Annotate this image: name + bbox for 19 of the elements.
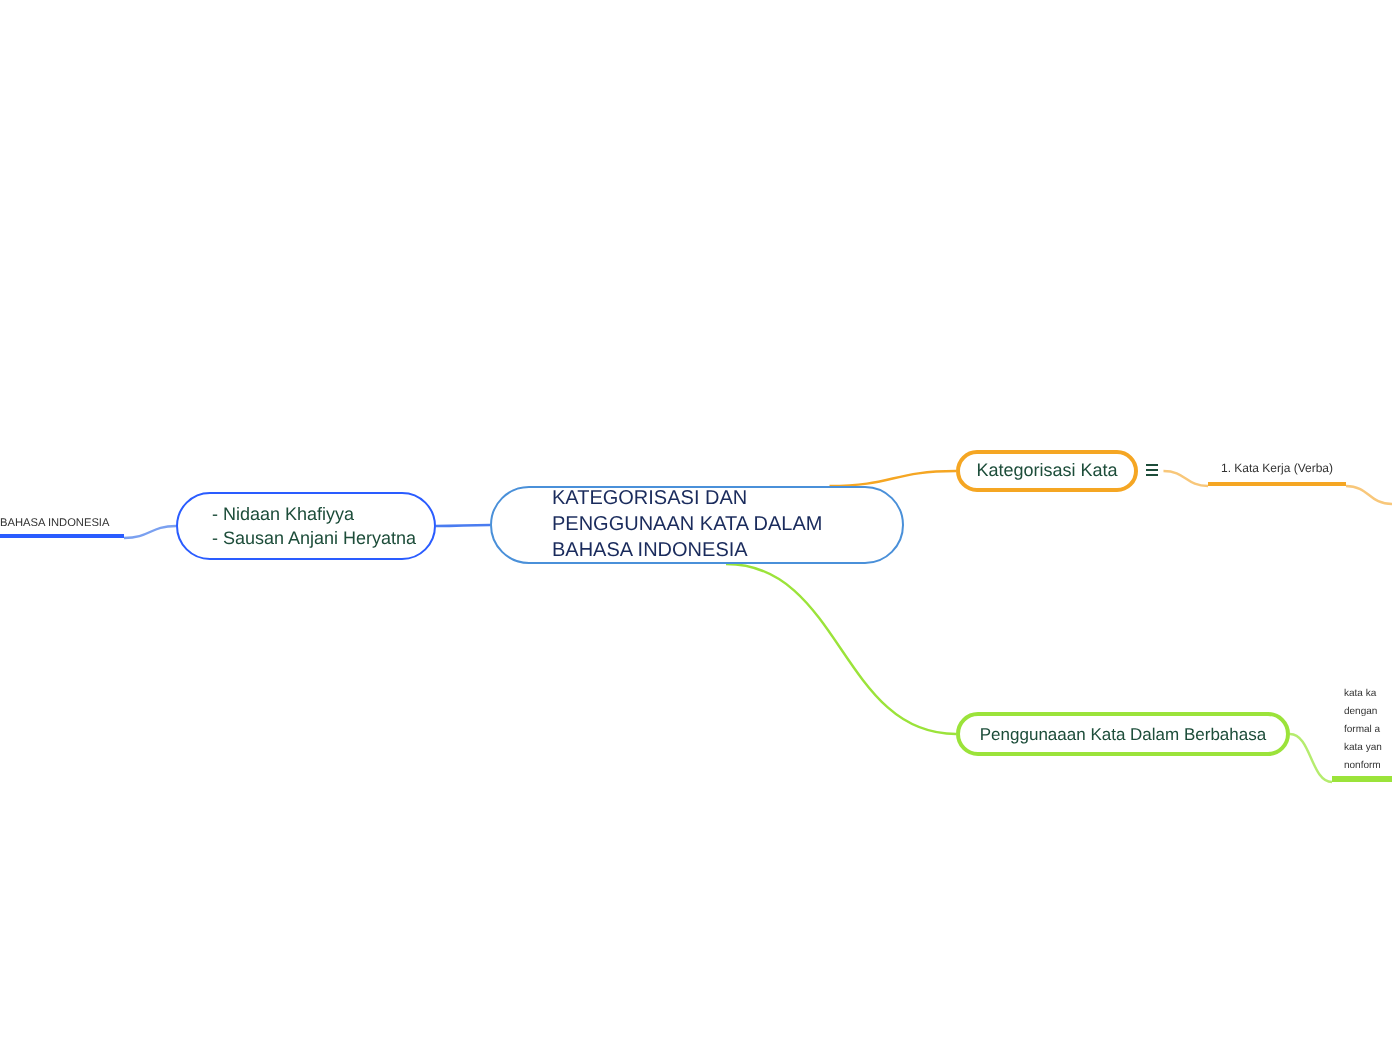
connector-line <box>436 523 490 528</box>
branch-text <box>1208 460 1346 486</box>
connector-line <box>1345 484 1392 506</box>
branch-text <box>0 516 124 538</box>
central-topic <box>490 486 904 564</box>
connector-line <box>1163 469 1209 488</box>
branch-text <box>1332 686 1392 782</box>
topic-text: Kategorisasi Kata <box>976 457 1118 484</box>
connector-line <box>725 562 957 736</box>
topic-box <box>956 450 1138 492</box>
topic-text: KATEGORISASI DAN PENGGUNAAN KATA DALAM BAHASA INDONESIA <box>552 486 825 564</box>
topic-box <box>176 492 436 560</box>
topic-text: - Sausan Anjani Heryatna <box>212 526 419 550</box>
connector-line <box>1289 732 1333 784</box>
connector-line <box>829 469 957 488</box>
connector-line <box>123 524 177 540</box>
topic-text: Penggunaaan Kata Dalam Berbahasa <box>979 721 1267 747</box>
topic-box <box>956 712 1290 756</box>
topic-text: - Nidaan Khafiyya <box>212 502 357 526</box>
